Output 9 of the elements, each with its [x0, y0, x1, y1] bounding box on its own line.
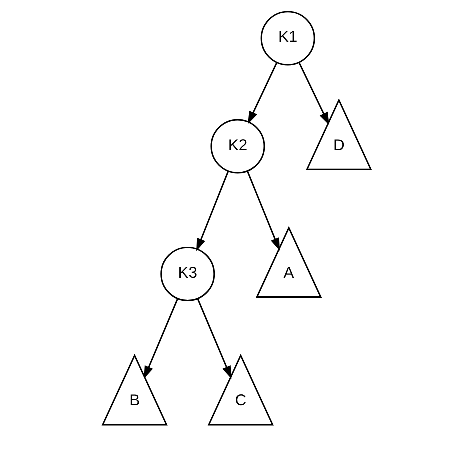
node-circle: K2	[210, 119, 266, 174]
arrow	[196, 171, 230, 252]
arrow	[248, 62, 278, 124]
arrow	[298, 62, 330, 126]
node-circle: K3	[160, 246, 216, 302]
arrow	[144, 298, 179, 379]
node-circle: K1	[260, 11, 316, 66]
arrow	[247, 171, 280, 251]
arrow	[197, 298, 232, 379]
